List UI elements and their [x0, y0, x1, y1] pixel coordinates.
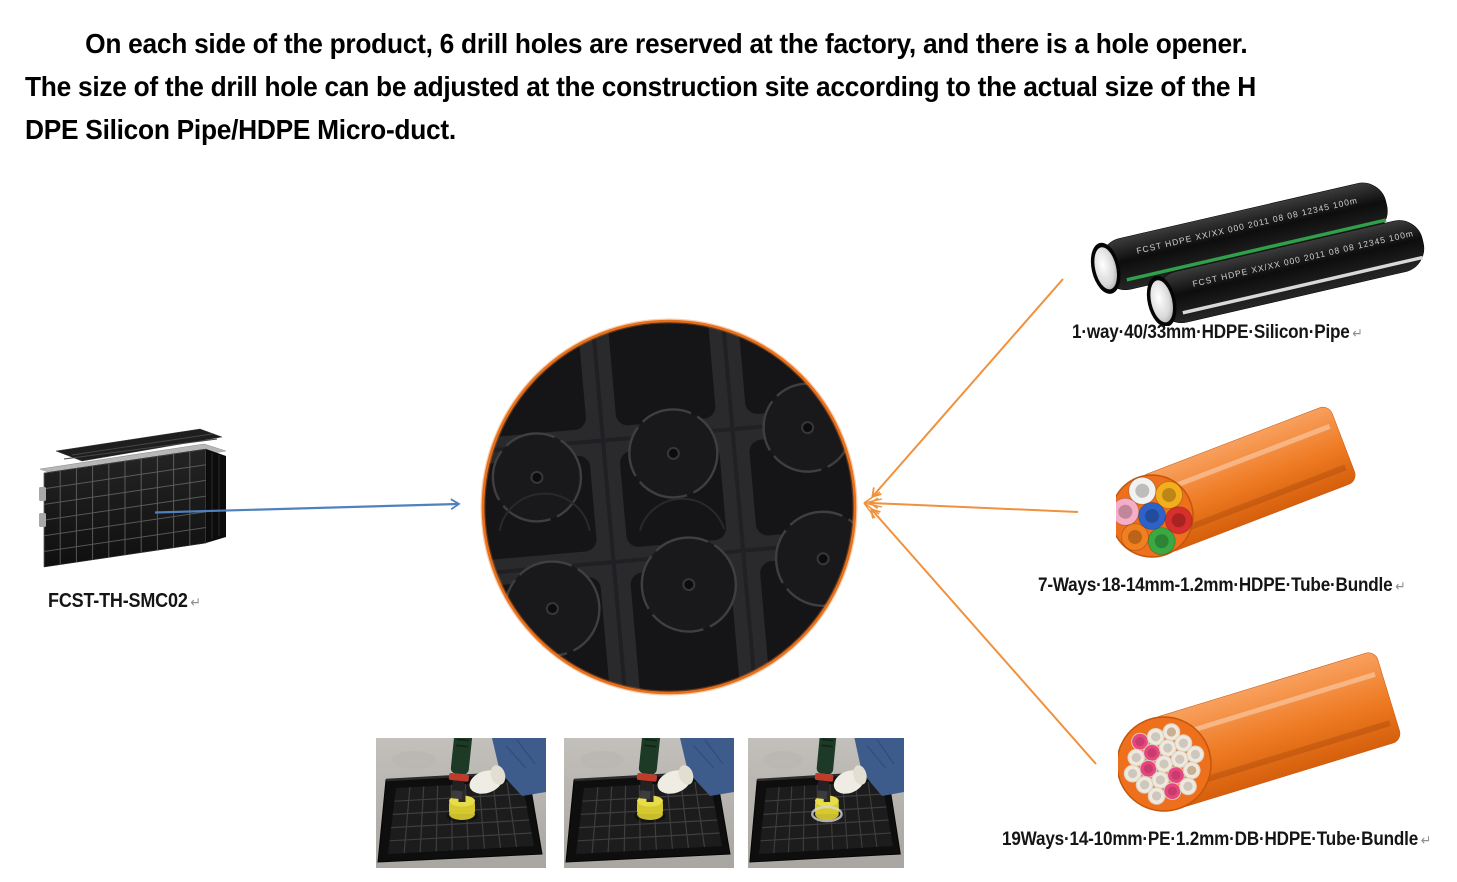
bundle-7way-caption: 7-Ways·18-14mm-1.2mm·HDPE·Tube·Bundle↵	[1038, 575, 1406, 597]
silicon-pipe-image: FCST HDPE XX/XX 000 2011 08 08 12345 100…	[1090, 182, 1425, 326]
product-box-label: FCST-TH-SMC02	[48, 590, 188, 612]
return-mark-icon: ↵	[1420, 832, 1432, 848]
bundle-7way-label: 7-Ways·18-14mm-1.2mm·HDPE·Tube·Bundle	[1038, 575, 1393, 596]
arrow-zoom-to-7way-bundle	[868, 497, 1079, 513]
product-box-caption: FCST-TH-SMC02↵	[48, 590, 201, 613]
bundle-7way-image	[1116, 406, 1356, 558]
return-mark-icon: ↵	[1395, 578, 1406, 594]
heading-line-3: DPE Silicon Pipe/HDPE Micro-duct.	[25, 114, 456, 145]
drilling-photo-1	[376, 738, 546, 868]
return-mark-icon: ↵	[1352, 325, 1363, 341]
return-mark-icon: ↵	[190, 594, 201, 610]
arrow-starburst-icon	[863, 491, 883, 519]
silicon-pipe-caption: 1·way·40/33mm·HDPE·Silicon·Pipe↵	[1072, 322, 1363, 344]
heading-line-1: On each side of the product, 6 drill hol…	[85, 28, 1248, 59]
bundle-19way-label: 19Ways·14-10mm·PE·1.2mm·DB·HDPE·Tube·Bun…	[1002, 829, 1419, 850]
drilling-photo-3	[748, 738, 904, 868]
product-box-image	[39, 428, 227, 568]
silicon-pipe-label: 1·way·40/33mm·HDPE·Silicon·Pipe	[1072, 322, 1350, 343]
heading: On each side of the product, 6 drill hol…	[25, 22, 1335, 151]
bundle-19way-image	[1118, 652, 1401, 812]
drilling-photo-2	[564, 738, 734, 868]
heading-line-2: The size of the drill hole can be adjust…	[25, 71, 1257, 102]
zoom-circle-image	[480, 318, 858, 696]
arrow-zoom-to-19way-bundle	[870, 507, 1097, 765]
bundle-19way-caption: 19Ways·14-10mm·PE·1.2mm·DB·HDPE·Tube·Bun…	[1002, 829, 1431, 851]
arrow-zoom-to-silicon-pipe	[871, 278, 1064, 499]
